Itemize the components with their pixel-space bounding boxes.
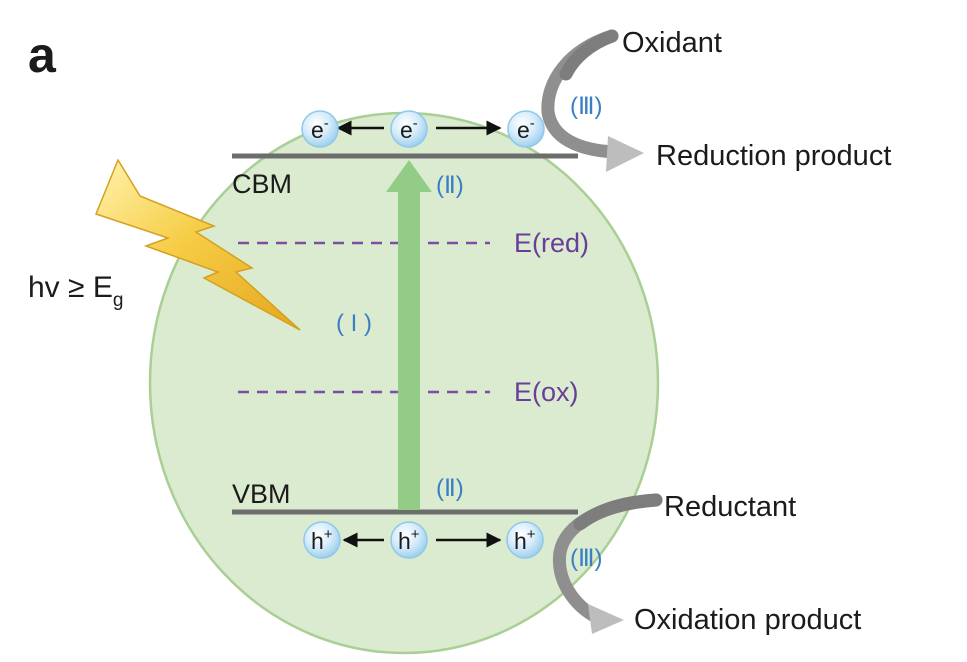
photon-energy-label: hv ≥ Eg [28,271,123,311]
reductant-label: Reductant [664,491,796,523]
electron-center: e- [390,110,428,148]
hole-charge: + [411,526,420,543]
photon-energy-main: hv ≥ E [28,271,113,304]
svg-text:e-: e- [517,115,535,143]
oxidation-product-label: Oxidation product [634,604,861,636]
panel-label: a [28,27,57,83]
svg-text:e-: e- [400,115,418,143]
lightning-bolt-icon [95,158,301,331]
hole-charge: + [527,526,536,543]
electron-right: e- [507,110,545,148]
photon-energy-subscript: g [113,290,124,311]
svg-text:e-: e- [311,115,329,143]
electron-charge: - [530,115,535,132]
cbm-label: CBM [232,169,292,199]
electron-symbol: e [400,117,413,143]
step-two-lower-label: (Ⅱ) [436,475,464,502]
hole-charge: + [324,526,333,543]
reduction-curved-arrow-icon [541,29,644,172]
vbm-label: VBM [232,479,291,509]
oxidation-curved-arrow-icon [552,493,663,634]
hole-left: h+ [303,521,341,559]
svg-text:h+: h+ [311,526,333,554]
svg-text:hv ≥ Eg: hv ≥ Eg [28,271,123,311]
step-three-upper-label: (Ⅲ) [570,93,603,120]
hole-symbol: h [311,528,324,554]
electron-left: e- [301,110,339,148]
hole-symbol: h [398,528,411,554]
reduction-product-label: Reduction product [656,140,891,172]
electron-symbol: e [311,117,324,143]
excitation-arrow [386,160,432,510]
svg-text:h+: h+ [514,526,536,554]
svg-text:h+: h+ [398,526,420,554]
electron-charge: - [324,115,329,132]
electron-symbol: e [517,117,530,143]
hole-symbol: h [514,528,527,554]
electron-charge: - [413,115,418,132]
e-ox-label: E(ox) [514,377,579,407]
step-two-upper-label: (Ⅱ) [436,172,464,199]
hole-center: h+ [390,521,428,559]
step-three-lower-label: (Ⅲ) [570,545,603,572]
hole-right: h+ [506,521,544,559]
step-one-label: ( I ) [336,310,372,337]
oxidant-label: Oxidant [622,27,722,59]
e-red-label: E(red) [514,228,589,258]
